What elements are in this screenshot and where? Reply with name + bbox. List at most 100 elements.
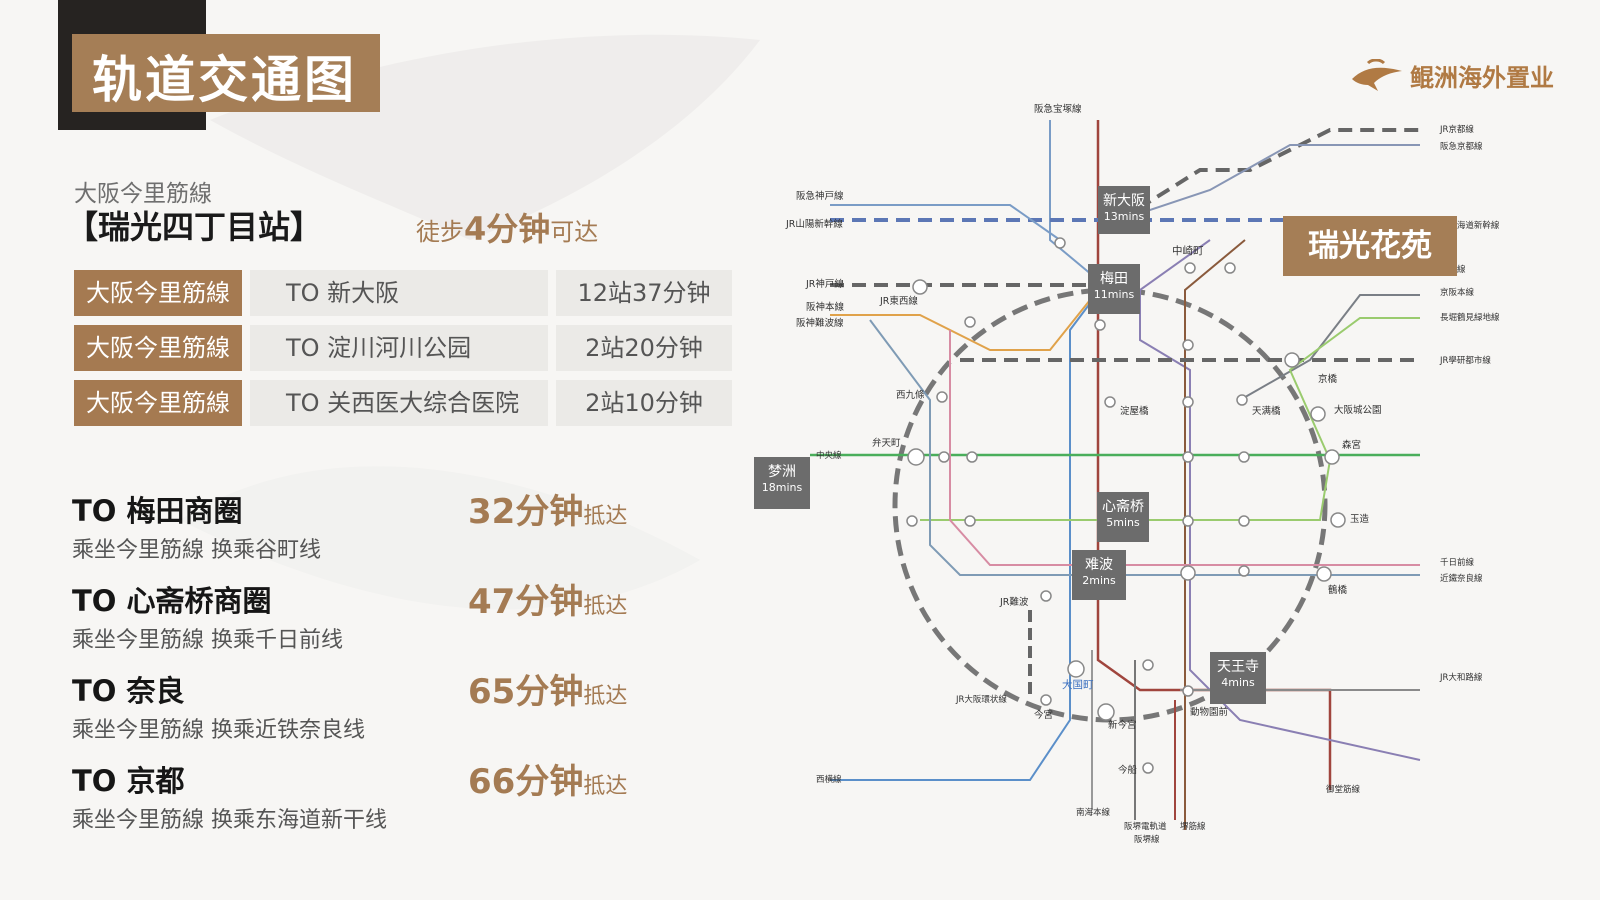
page-title: 轨道交通图 — [92, 50, 357, 109]
label-jr-kyoto: JR京都線 — [1439, 124, 1474, 135]
logo-text: 鲲洲海外置业 — [1410, 64, 1554, 92]
station-marker — [1184, 262, 1196, 274]
label-jr-tozai: JR東西線 — [879, 295, 918, 307]
jr-tozai-line — [830, 299, 1091, 351]
walk-prefix: 徒步 — [416, 218, 464, 246]
hub-name: 难波 — [1085, 557, 1113, 573]
hub-name: 梅田 — [1100, 271, 1128, 287]
hub-name: 心斋桥 — [1102, 499, 1144, 515]
label-jr-sanyo: JR山陽新幹線 — [785, 218, 843, 230]
label-jr-yamatoji: JR大和路線 — [1439, 672, 1483, 683]
hankyu-kobe-line — [830, 204, 1061, 241]
label-hankyu-kobe: 阪急神戸線 — [796, 190, 844, 202]
route-destination: TO 京都 — [72, 764, 185, 798]
route-transfer: 乘坐今里筋線 换乘近铁奈良线 — [72, 718, 365, 743]
hub-namba: 难波 2mins — [1072, 550, 1126, 600]
station-marker — [907, 448, 925, 466]
route-transfer: 乘坐今里筋線 换乘千日前线 — [72, 628, 343, 653]
duration-value: 47分钟 — [468, 582, 584, 622]
station-marker — [1182, 451, 1194, 463]
yotsubashi-line — [830, 289, 1101, 781]
duration-value: 66分钟 — [468, 762, 584, 802]
route-duration: 65分钟抵达 — [468, 664, 627, 713]
highlight-ruiguang: 瑞光花苑 — [1283, 216, 1457, 276]
route-destination: TO 奈良 — [72, 674, 185, 708]
midosuji-line — [1096, 120, 1332, 790]
label-yodoyabashi: 淀屋橋 — [1120, 405, 1149, 417]
label-daikokucho: 大国町 — [1062, 678, 1094, 691]
route-kyoto: TO 京都 乘坐今里筋線 换乘东海道新干线 — [72, 758, 387, 834]
duration-suffix: 抵达 — [583, 504, 628, 529]
label-sennichimae: 千日前線 — [1440, 557, 1475, 568]
label-kyobashi: 京橋 — [1318, 373, 1338, 385]
label-jr-gakken: JR學研都市線 — [1439, 355, 1491, 366]
label-midosuji: 御堂筋線 — [1326, 784, 1361, 795]
route-duration: 32分钟抵达 — [468, 484, 627, 533]
row-line: 大阪今里筋線 — [74, 325, 242, 371]
hub-shinosaka: 新大阪 13mins — [1098, 186, 1150, 234]
route-umeda: TO 梅田商圈 乘坐今里筋線 换乘谷町线 — [72, 488, 321, 564]
label-bentencho: 弁天町 — [872, 437, 901, 449]
label-hankai-tram: 阪堺電軌道 — [1124, 821, 1167, 832]
nagahori-line — [920, 317, 1420, 521]
label-jr-tokaido: JR東海道新幹線 — [1439, 220, 1500, 231]
route-duration: 66分钟抵达 — [468, 754, 627, 803]
hub-minutes: 13mins — [1103, 210, 1145, 223]
hankyu-kyoto-line — [1119, 144, 1420, 221]
line-name: 大阪今里筋線 — [74, 181, 212, 207]
route-nara: TO 奈良 乘坐今里筋線 换乘近铁奈良线 — [72, 668, 365, 744]
hub-shinsaibashi: 心斋桥 5mins — [1097, 492, 1149, 542]
station-marker — [1182, 685, 1194, 697]
logo-fish-icon — [1352, 58, 1402, 91]
station-marker — [1324, 449, 1340, 465]
row-line: 大阪今里筋線 — [74, 380, 242, 426]
label-tsuruhashi: 鶴橋 — [1328, 584, 1348, 596]
station-marker — [1097, 703, 1115, 721]
station-marker — [938, 451, 950, 463]
station-marker — [912, 279, 928, 295]
route-destination: TO 梅田商圈 — [72, 494, 243, 528]
station-marker — [1182, 339, 1194, 351]
row-time: 2站10分钟 — [556, 380, 732, 426]
hub-minutes: 4mins — [1221, 676, 1255, 689]
station-marker — [1284, 352, 1300, 368]
hub-tennoji: 天王寺 4mins — [1210, 652, 1266, 704]
label-yotsubashi: 西横線 — [816, 774, 842, 785]
row-line: 大阪今里筋線 — [74, 270, 242, 316]
station-marker — [1142, 762, 1154, 774]
route-transfer: 乘坐今里筋線 换乘东海道新干线 — [72, 808, 387, 833]
station-marker — [1142, 659, 1154, 671]
label-jr-namba: JR難波 — [999, 596, 1029, 608]
duration-suffix: 抵达 — [583, 684, 628, 709]
hub-minutes: 18mins — [761, 481, 803, 494]
hub-name: 梦洲 — [768, 464, 796, 480]
station-marker — [1330, 512, 1346, 528]
sakaisuji-line — [1184, 239, 1246, 830]
hub-name: 新大阪 — [1103, 193, 1145, 209]
tanimachi-line — [1139, 239, 1421, 761]
label-hanshin: 阪神本線 — [806, 301, 845, 313]
station-marker — [1040, 590, 1052, 602]
label-chuo: 中央線 — [816, 450, 842, 461]
hub-umeda: 梅田 11mins — [1088, 264, 1140, 314]
route-shinsaibashi: TO 心斋桥商圈 乘坐今里筋線 换乘千日前线 — [72, 578, 343, 654]
station-marker — [1182, 515, 1194, 527]
label-hanshin-namba: 阪神難波線 — [796, 317, 844, 329]
station-marker — [1040, 694, 1052, 706]
label-sakaisuji: 堺筋線 — [1180, 821, 1206, 832]
hub-yumeshima: 梦洲 18mins — [754, 457, 810, 509]
label-keihan: 京阪本線 — [1440, 287, 1475, 298]
jr-kyoto-line — [1118, 128, 1420, 222]
station-marker — [1067, 660, 1085, 678]
label-temmabashi: 天满橋 — [1252, 405, 1281, 417]
duration-suffix: 抵达 — [583, 774, 628, 799]
label-dobutsuen: 動物園前 — [1190, 706, 1228, 718]
hub-minutes: 2mins — [1082, 574, 1116, 587]
hub-name: 天王寺 — [1217, 659, 1259, 675]
keihan-line — [1239, 294, 1420, 401]
duration-value: 65分钟 — [468, 672, 584, 712]
row-destination: TO 关西医大综合医院 — [250, 380, 548, 426]
walk-time: 徒步4分钟可达 — [416, 204, 598, 250]
label-hankai: 阪堺線 — [1134, 834, 1160, 845]
duration-suffix: 抵达 — [583, 594, 628, 619]
